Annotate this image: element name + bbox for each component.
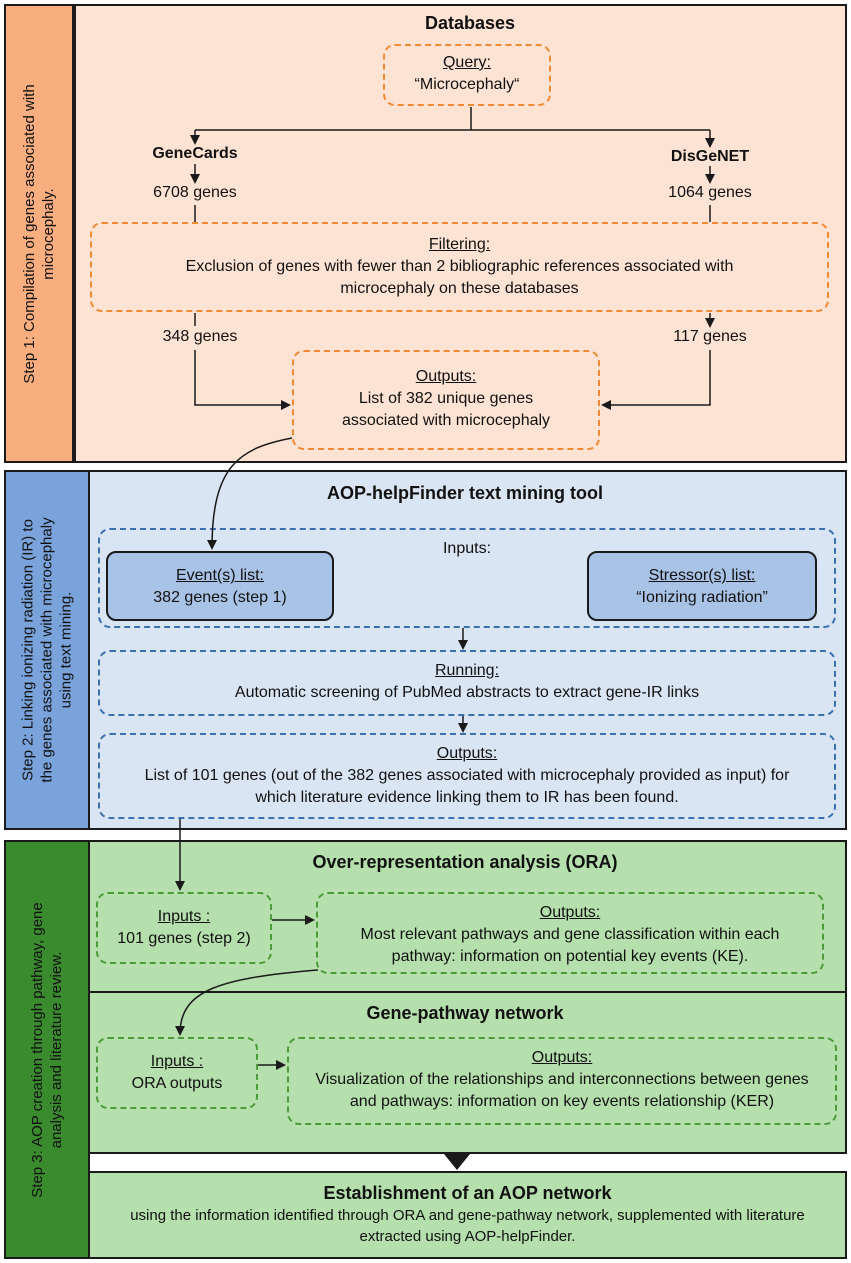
step2-side-bar: Step 2: Linking ionizing radiation (IR) … bbox=[4, 470, 90, 830]
filtering-text: Exclusion of genes with fewer than 2 bib… bbox=[185, 258, 734, 297]
gpn-outputs-label: Outputs: bbox=[531, 1049, 593, 1066]
genecards-label: GeneCards bbox=[152, 145, 238, 162]
gpn-inputs-box: Inputs : ORA outputs bbox=[96, 1037, 258, 1109]
genecards-filtered: 348 genes bbox=[162, 328, 238, 345]
query-text: “Microcephaly“ bbox=[414, 76, 520, 93]
genecards-count: 6708 genes bbox=[153, 184, 237, 201]
query-label: Query: bbox=[442, 54, 491, 71]
step1-side-bar: Step 1: Compilation of genes associated … bbox=[4, 4, 74, 463]
step2-inputs-label: Inputs: bbox=[442, 540, 492, 557]
ora-inputs-box: Inputs : 101 genes (step 2) bbox=[96, 892, 272, 964]
ora-title: Over-representation analysis (ORA) bbox=[312, 852, 618, 872]
stressors-list-text: “Ionizing radiation” bbox=[636, 589, 768, 606]
step3-side-label: Step 3: AOP creation through pathway, ge… bbox=[29, 901, 65, 1198]
events-list-box: Event(s) list: 382 genes (step 1) bbox=[106, 551, 334, 621]
step2-outputs-label: Outputs: bbox=[436, 745, 498, 762]
step3-side-bar: Step 3: AOP creation through pathway, ge… bbox=[4, 840, 90, 1259]
step2-outputs-box: Outputs: List of 101 genes (out of the 3… bbox=[98, 733, 836, 819]
step2-inputs-box: Inputs: bbox=[98, 528, 836, 628]
disgenet-count: 1064 genes bbox=[668, 184, 752, 201]
ora-inputs-text: 101 genes (step 2) bbox=[117, 930, 251, 947]
ora-outputs-box: Outputs: Most relevant pathways and gene… bbox=[316, 892, 824, 974]
running-label: Running: bbox=[434, 662, 500, 679]
gpn-outputs-text: Visualization of the relationships and i… bbox=[315, 1071, 809, 1110]
ora-panel bbox=[88, 840, 847, 993]
stressors-list-label: Stressor(s) list: bbox=[648, 567, 756, 584]
stressors-list-box: Stressor(s) list: “Ionizing radiation” bbox=[587, 551, 817, 621]
aop-network-title: Establishment of an AOP network bbox=[323, 1183, 612, 1203]
gpn-inputs-label: Inputs : bbox=[150, 1053, 204, 1070]
gpn-inputs-text: ORA outputs bbox=[131, 1075, 223, 1092]
ora-outputs-text: Most relevant pathways and gene classifi… bbox=[360, 926, 780, 965]
arrow-to-aop-network bbox=[444, 1154, 470, 1170]
step1-side-label: Step 1: Compilation of genes associated … bbox=[21, 83, 57, 384]
step1-outputs-box: Outputs: List of 382 unique genes associ… bbox=[292, 350, 600, 450]
events-list-label: Event(s) list: bbox=[175, 567, 264, 584]
disgenet-label: DisGeNET bbox=[670, 148, 750, 165]
step2-outputs-text: List of 101 genes (out of the 382 genes … bbox=[144, 767, 790, 806]
ora-outputs-label: Outputs: bbox=[539, 904, 601, 921]
step1-outputs-text: List of 382 unique genes associated with… bbox=[341, 390, 551, 429]
gpn-outputs-box: Outputs: Visualization of the relationsh… bbox=[287, 1037, 837, 1125]
ora-inputs-label: Inputs : bbox=[157, 908, 211, 925]
aop-network-text: using the information identified through… bbox=[130, 1207, 805, 1245]
gene-pathway-title: Gene-pathway network bbox=[366, 1003, 564, 1023]
running-text: Automatic screening of PubMed abstracts … bbox=[234, 684, 700, 701]
disgenet-filtered: 117 genes bbox=[673, 328, 747, 345]
events-list-text: 382 genes (step 1) bbox=[153, 589, 287, 606]
aop-helpfinder-title: AOP-helpFinder text mining tool bbox=[327, 483, 603, 503]
databases-title: Databases bbox=[424, 13, 516, 33]
step1-outputs-label: Outputs: bbox=[415, 368, 477, 385]
running-box: Running: Automatic screening of PubMed a… bbox=[98, 650, 836, 716]
query-box: Query: “Microcephaly“ bbox=[383, 44, 551, 106]
filtering-label: Filtering: bbox=[428, 236, 491, 253]
step2-side-label: Step 2: Linking ionizing radiation (IR) … bbox=[19, 517, 75, 783]
filtering-box: Filtering: Exclusion of genes with fewer… bbox=[90, 222, 829, 312]
aop-network-panel: Establishment of an AOP network using th… bbox=[88, 1171, 847, 1259]
